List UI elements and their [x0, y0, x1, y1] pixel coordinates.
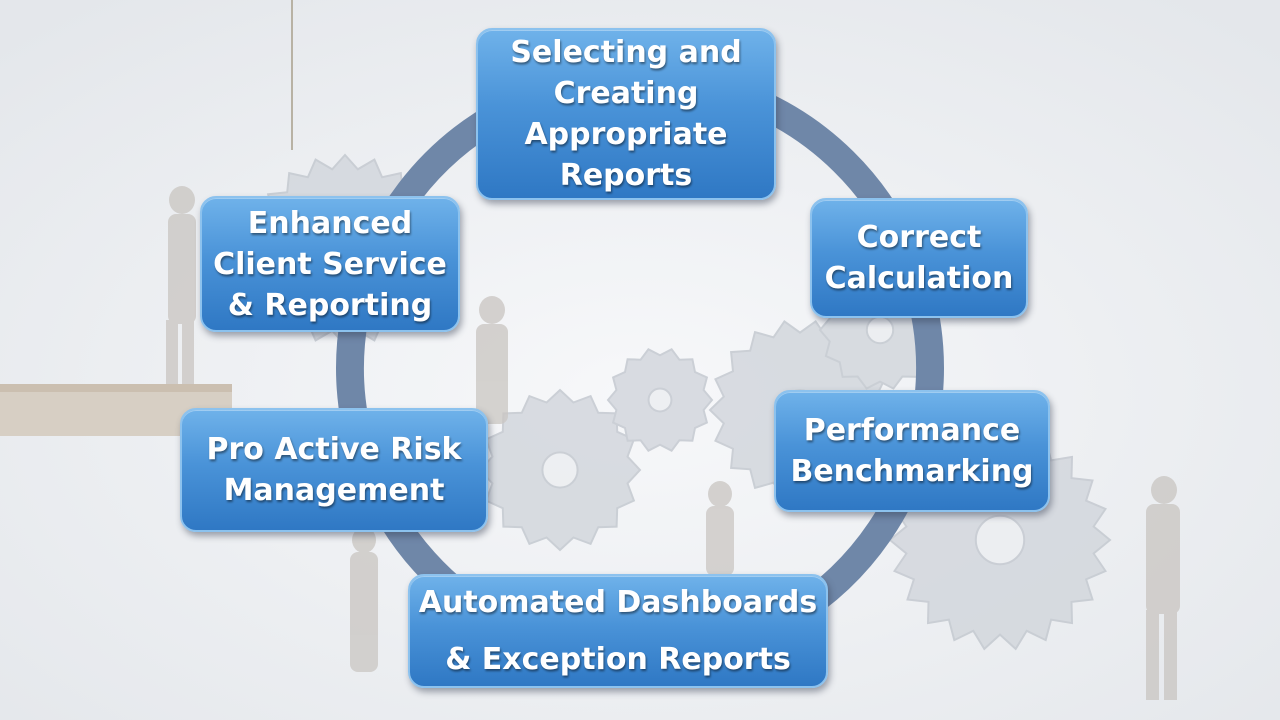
step-label-line: Client Service — [213, 246, 447, 282]
step-label-line: Enhanced — [247, 205, 413, 241]
step-label-line: & Reporting — [227, 287, 433, 323]
worker-body — [350, 552, 378, 672]
step-label-line: Benchmarking — [790, 454, 1034, 489]
step-pro-active-risk: Pro Active Risk Management — [180, 408, 488, 532]
step-label-line: & Exception Reports — [445, 642, 791, 677]
worker-body — [1146, 504, 1180, 614]
step-label-line: Calculation — [824, 261, 1014, 296]
step-selecting-reports: Selecting and Creating Appropriate Repor… — [476, 28, 776, 200]
worker-head — [169, 186, 195, 214]
step-label-line: Performance — [803, 413, 1021, 448]
step-label-line: Appropriate — [524, 117, 728, 152]
workers-graphic — [166, 186, 1180, 700]
worker-body — [706, 506, 734, 576]
step-label-line: Automated Dashboards — [418, 585, 818, 620]
step-label-line: Selecting and — [510, 35, 742, 70]
step-label-line: Correct — [856, 220, 982, 255]
worker-head — [708, 481, 732, 507]
worker-body — [476, 324, 508, 424]
step-label-line: Reports — [559, 158, 693, 193]
worker-head — [352, 527, 376, 553]
gear-hub — [647, 387, 673, 413]
step-label-line: Management — [223, 473, 445, 508]
step-automated-dashboards: Automated Dashboards & Exception Reports — [408, 574, 828, 688]
gear-hub — [974, 514, 1026, 566]
step-label-line: Creating — [553, 76, 699, 111]
gear-hub — [541, 451, 579, 489]
worker-head — [479, 296, 505, 324]
step-label-line: Pro Active Risk — [206, 432, 462, 467]
worker-head — [1151, 476, 1177, 504]
worker-body — [168, 214, 196, 324]
step-enhanced-client-service: Enhanced Client Service & Reporting — [200, 196, 460, 332]
step-correct-calculation: Correct Calculation — [810, 198, 1028, 318]
step-performance-benchmarking: Performance Benchmarking — [774, 390, 1050, 512]
